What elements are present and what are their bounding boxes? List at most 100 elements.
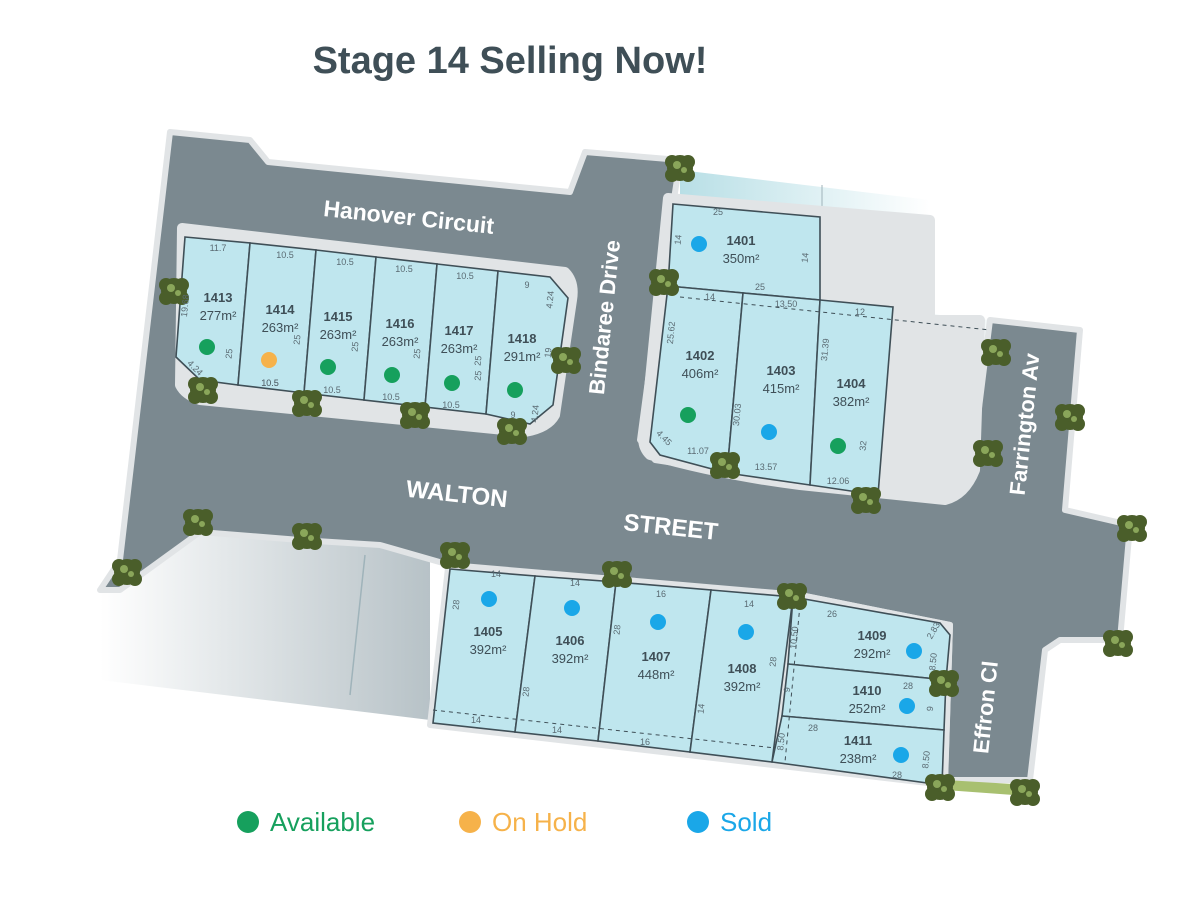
status-dot-sold[interactable] [650, 614, 666, 630]
lot-dimension: 25 [292, 334, 303, 345]
lot-labels: 1413277m²11.719.68254.2410.51414263m²10.… [179, 207, 942, 780]
open-space-area [100, 530, 430, 720]
lot-dimension: 9 [524, 280, 529, 290]
status-dot-available[interactable] [320, 359, 336, 375]
lot-dimension: 12 [855, 307, 865, 317]
lot-number: 1413 [204, 290, 233, 305]
status-dot-sold[interactable] [761, 424, 777, 440]
status-dot-sold[interactable] [481, 591, 497, 607]
lot-1413[interactable] [175, 236, 251, 386]
legend-available-label: Available [270, 807, 375, 837]
status-dot-sold[interactable] [738, 624, 754, 640]
lot-dimension: 10.5 [336, 257, 354, 267]
status-dot-available[interactable] [444, 375, 460, 391]
status-dot-sold[interactable] [691, 236, 707, 252]
status-dot-sold[interactable] [906, 643, 922, 659]
lot-area: 263m² [382, 334, 420, 349]
lot-dimension: 10.5 [456, 271, 474, 281]
lot-area: 277m² [200, 308, 238, 323]
lot-dimension: 14 [705, 292, 715, 302]
lot-1414[interactable] [237, 242, 317, 394]
lot-1416[interactable] [363, 256, 438, 408]
lot-area: 406m² [682, 366, 720, 381]
lot-dimension: 10.5 [323, 385, 341, 395]
lot-dimension: 14 [471, 715, 481, 725]
lot-dimension: 25 [473, 355, 484, 366]
lot-number: 1417 [445, 323, 474, 338]
lot-dimension: 14 [800, 252, 811, 263]
lot-number: 1406 [556, 633, 585, 648]
lot-dimension: 9 [925, 706, 935, 712]
lot-number: 1408 [728, 661, 757, 676]
lot-dimension: 8.50 [920, 750, 932, 768]
lot-dimension: 10.5 [261, 378, 279, 388]
lot-1409[interactable] [787, 596, 951, 681]
lot-area: 238m² [840, 751, 878, 766]
page-title: Stage 14 Selling Now! [313, 40, 708, 82]
lot-1402[interactable] [649, 285, 744, 475]
lot-layer [175, 203, 951, 786]
status-dot-available[interactable] [830, 438, 846, 454]
lot-dimension: 25 [713, 207, 723, 217]
lot-number: 1402 [686, 348, 715, 363]
lot-number: 1409 [858, 628, 887, 643]
lot-dimension: 16 [640, 737, 650, 747]
lot-dimension: 4.24 [544, 290, 556, 308]
lot-dimension: 4.24 [529, 404, 541, 422]
status-dot-sold[interactable] [564, 600, 580, 616]
lot-area: 292m² [854, 646, 892, 661]
status-dot-available[interactable] [507, 382, 523, 398]
lot-1417[interactable] [424, 263, 499, 415]
lot-dimension: 11.07 [687, 446, 709, 456]
lot-dimension: 32 [858, 440, 869, 451]
lot-1418[interactable] [485, 270, 569, 425]
lot-area: 392m² [470, 642, 508, 657]
lot-dimension: 16 [656, 589, 666, 599]
lot-dimension: 14 [491, 569, 501, 579]
lot-dimension: 28 [451, 599, 462, 610]
lot-dimension: 10.5 [276, 250, 294, 260]
lot-dimension: 8.50 [775, 732, 787, 750]
lot-number: 1401 [727, 233, 756, 248]
lot-dimension: 14 [673, 234, 684, 245]
status-dot-available[interactable] [384, 367, 400, 383]
status-dot-on-hold[interactable] [261, 352, 277, 368]
lot-dimension: 13.50 [775, 299, 798, 309]
lot-number: 1403 [767, 363, 796, 378]
status-dot-sold[interactable] [899, 698, 915, 714]
lot-number: 1415 [324, 309, 353, 324]
lot-dimension: 25 [350, 341, 361, 352]
status-dot-available[interactable] [199, 339, 215, 355]
lot-area: 415m² [763, 381, 801, 396]
lot-dimension: 10.5 [442, 400, 460, 410]
lot-area: 392m² [724, 679, 762, 694]
lot-dimension: 25 [224, 348, 235, 359]
lot-dimension: 31.39 [819, 338, 831, 361]
status-dot-sold[interactable] [893, 747, 909, 763]
lot-dimension: 8.50 [927, 652, 939, 670]
lot-area: 448m² [638, 667, 676, 682]
lot-dimension: 28 [521, 686, 532, 697]
lot-dimension: 10.5 [261, 378, 279, 388]
lot-number: 1410 [853, 683, 882, 698]
lot-area: 382m² [833, 394, 871, 409]
lot-dimension: 13.57 [755, 462, 778, 472]
lot-dimension: 28 [612, 624, 623, 635]
status-dot-available[interactable] [680, 407, 696, 423]
rees-road-label: REES ROAD [40, 299, 78, 501]
lot-dimension: 28 [892, 770, 902, 780]
